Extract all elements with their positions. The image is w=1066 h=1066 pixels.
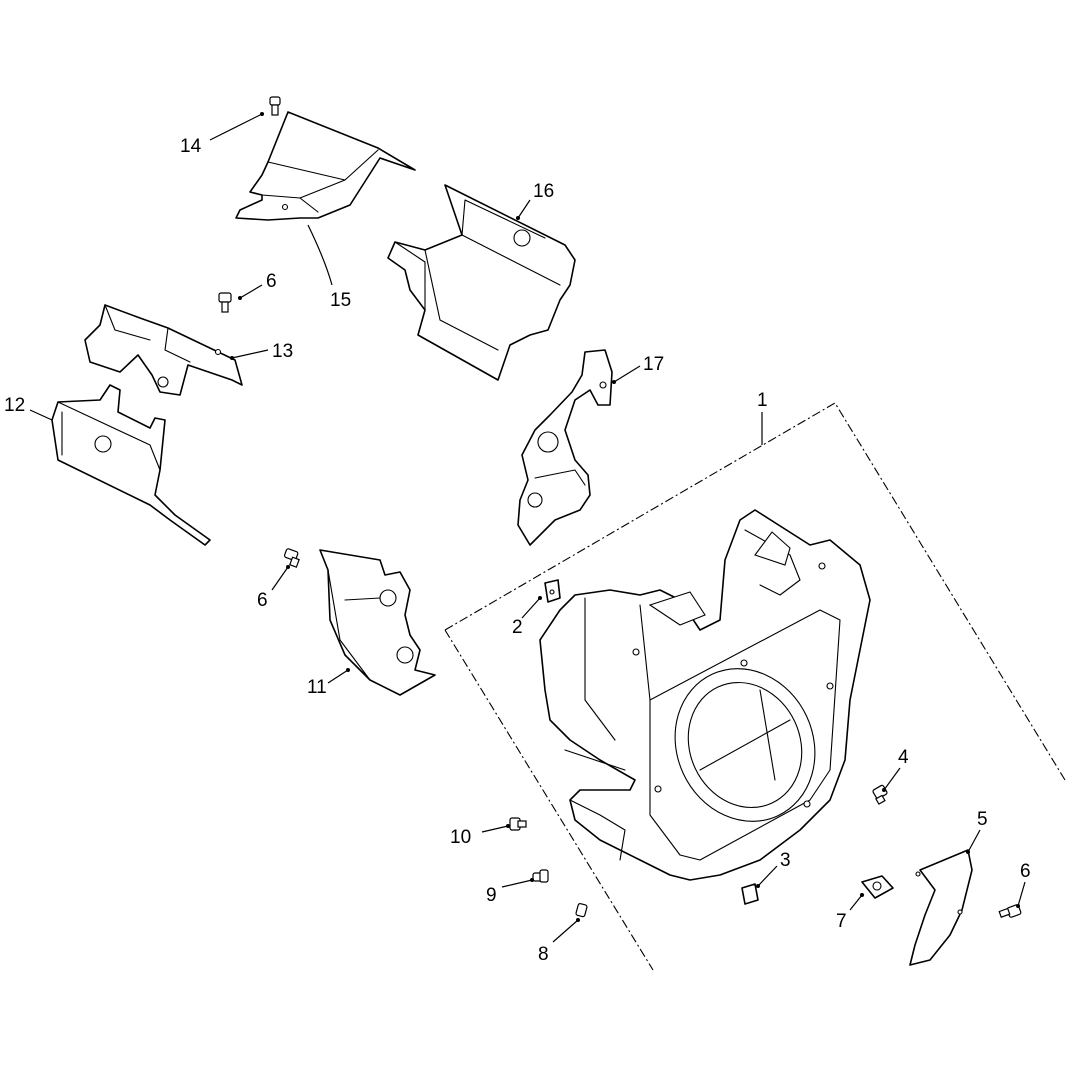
callout-8: 8 [538, 944, 549, 965]
callout-7: 7 [836, 911, 847, 932]
part-12-side-panel [51, 384, 211, 546]
part-13-bracket [84, 304, 243, 396]
part-2-clip [544, 579, 561, 603]
callout-9: 9 [486, 885, 497, 906]
callout-6-left: 6 [257, 590, 268, 611]
callout-16: 16 [533, 181, 554, 202]
callout-6-top: 6 [266, 271, 277, 292]
callout-11: 11 [307, 677, 327, 698]
callout-5: 5 [977, 809, 988, 830]
callout-14: 14 [180, 136, 202, 157]
part-16-shroud [387, 184, 576, 381]
fastener-14 [269, 96, 281, 116]
fastener-6b [283, 548, 300, 568]
callout-3: 3 [780, 850, 791, 871]
callout-4: 4 [898, 747, 909, 768]
part-17-bracket [517, 349, 613, 546]
part-3-clip [741, 883, 759, 905]
callout-13: 13 [272, 341, 293, 362]
part-7-nut [861, 875, 894, 899]
callout-6-right: 6 [1020, 861, 1031, 882]
part-11-bracket [319, 549, 436, 696]
callout-10: 10 [450, 827, 471, 848]
fastener-6c [998, 904, 1022, 918]
part-5-plate [909, 849, 973, 966]
callout-12: 12 [4, 395, 25, 416]
callout-1: 1 [757, 390, 768, 411]
fastener-6a [218, 292, 232, 313]
leader-lines [29, 112, 1026, 943]
callout-labels: 1 2 3 4 5 6 6 6 7 8 9 10 11 12 13 14 15 … [4, 136, 1031, 965]
callout-15: 15 [330, 290, 351, 311]
fastener-10 [509, 817, 527, 831]
callout-2: 2 [512, 617, 523, 638]
fastener-9 [532, 869, 549, 883]
part-15-upper-shroud [235, 111, 416, 221]
part-1-blower-housing [444, 402, 1066, 971]
fastener-8 [575, 903, 588, 918]
callout-17: 17 [643, 354, 664, 375]
